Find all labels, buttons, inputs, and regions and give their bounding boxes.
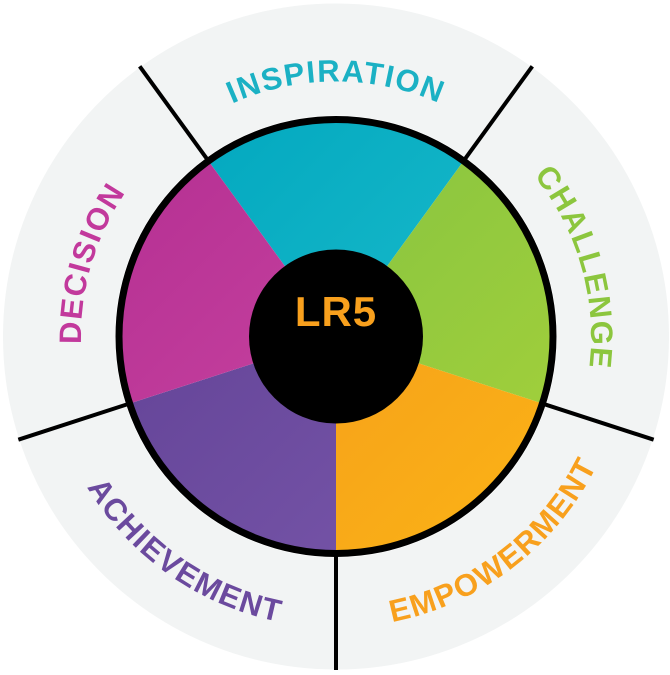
hub-circle — [249, 249, 423, 424]
wheel-outline — [115, 116, 557, 557]
ring-divider — [17, 400, 135, 442]
center-label: LR5 — [295, 288, 377, 335]
ring-divider — [537, 400, 655, 442]
sector-inspiration — [207, 117, 465, 337]
ring-divider — [459, 65, 534, 166]
ring-divider — [138, 65, 213, 166]
